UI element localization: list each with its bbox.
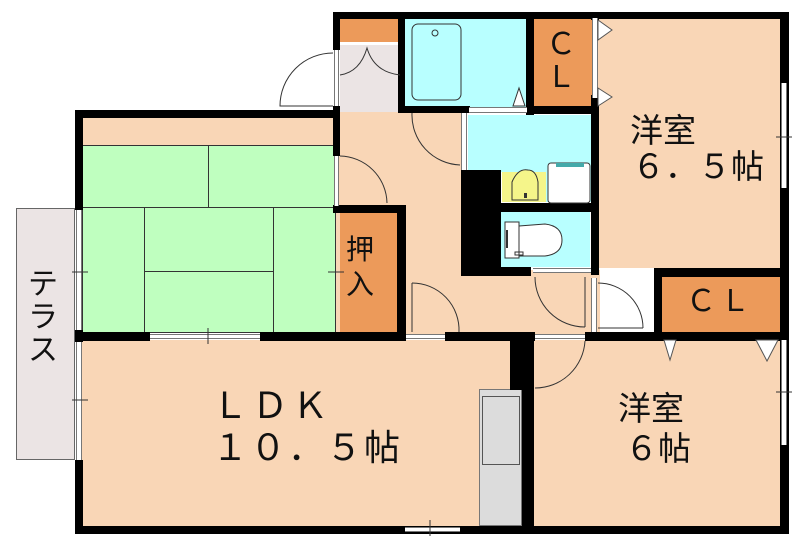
wall bbox=[526, 12, 534, 115]
door-opening bbox=[334, 156, 339, 206]
wall bbox=[461, 267, 531, 276]
wall bbox=[333, 205, 406, 213]
oshiire-label: 押入 bbox=[346, 233, 375, 301]
door-opening bbox=[535, 334, 585, 339]
wall bbox=[654, 268, 662, 340]
window bbox=[76, 210, 82, 330]
wall bbox=[398, 12, 405, 112]
wall bbox=[461, 170, 501, 276]
door-opening bbox=[406, 334, 445, 339]
western-room-6-5-floor bbox=[598, 18, 781, 268]
ldk-label: ＬＤＫ bbox=[212, 386, 333, 427]
hallway-floor bbox=[400, 270, 600, 336]
western-6-5-size: ６．５帖 bbox=[632, 147, 764, 186]
genkan-floor bbox=[340, 45, 402, 112]
closet-door bbox=[592, 18, 598, 98]
terrace-label: テラス bbox=[28, 267, 58, 368]
door-opening bbox=[461, 113, 467, 170]
wall bbox=[333, 12, 789, 19]
wall bbox=[591, 12, 599, 20]
western-6-label: 洋室 bbox=[618, 389, 684, 428]
tatami-mat bbox=[273, 207, 336, 333]
kitchen-sink bbox=[482, 396, 520, 465]
wall bbox=[526, 106, 598, 114]
closet-right-label: ＣＬ bbox=[686, 284, 754, 319]
wall bbox=[260, 332, 406, 341]
shoe-cabinet bbox=[340, 18, 402, 42]
ldk-floor bbox=[82, 340, 514, 526]
closet-top bbox=[533, 18, 592, 108]
window bbox=[150, 334, 260, 339]
washitsu-floor-strip bbox=[82, 117, 336, 145]
tatami-mat bbox=[144, 271, 274, 333]
entrance-door-frame bbox=[334, 50, 339, 106]
wall bbox=[654, 268, 789, 277]
wall bbox=[333, 12, 340, 50]
western-room-6-floor bbox=[533, 340, 781, 526]
closet-right bbox=[661, 277, 781, 333]
wall bbox=[397, 205, 406, 340]
western-6-5-label: 洋室 bbox=[630, 111, 696, 150]
wall bbox=[75, 460, 83, 534]
window bbox=[76, 342, 82, 460]
wall bbox=[75, 332, 150, 341]
door-opening bbox=[533, 268, 591, 273]
western-6-size: ６帖 bbox=[625, 429, 691, 468]
closet-top-label: Ｃ Ｌ bbox=[546, 27, 576, 95]
window bbox=[781, 83, 787, 188]
door-opening bbox=[469, 107, 527, 113]
wall bbox=[522, 332, 534, 534]
oshiire-closet bbox=[340, 212, 397, 332]
wall bbox=[461, 203, 593, 212]
wall bbox=[75, 110, 340, 118]
window bbox=[405, 527, 460, 532]
ldk-size: １０．５帖 bbox=[212, 428, 403, 469]
wall bbox=[333, 106, 340, 156]
wall bbox=[398, 106, 470, 113]
door-opening bbox=[591, 278, 597, 332]
terrace bbox=[16, 208, 75, 460]
wall bbox=[585, 332, 789, 341]
wall bbox=[591, 95, 599, 275]
wall bbox=[445, 332, 535, 341]
wall bbox=[75, 110, 83, 210]
